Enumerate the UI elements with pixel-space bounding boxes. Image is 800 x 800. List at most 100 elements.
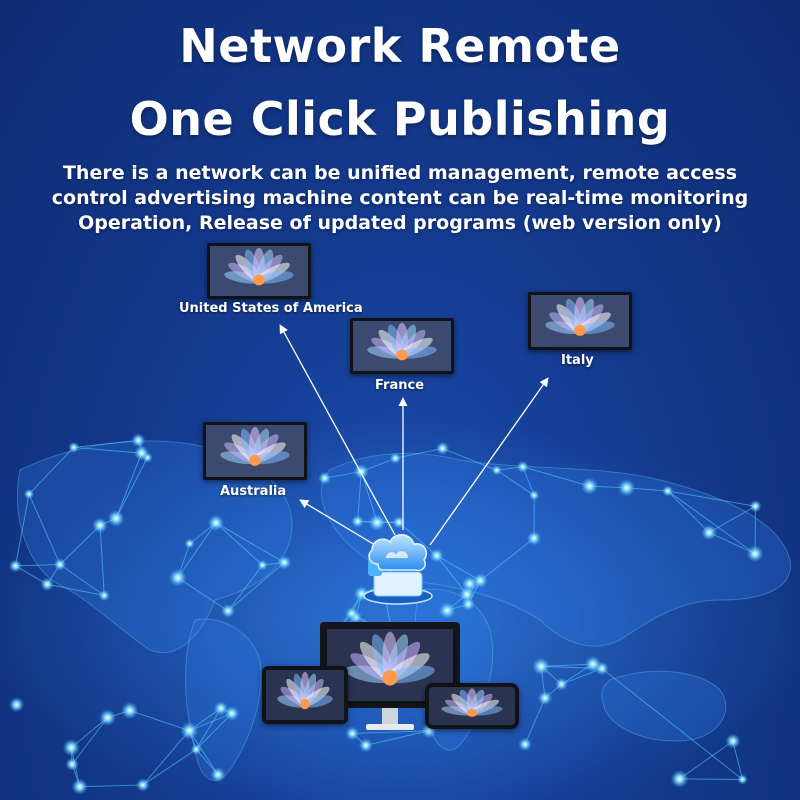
network-link: [73, 446, 142, 454]
network-link: [73, 439, 139, 448]
network-node: [472, 572, 488, 589]
network-link: [524, 697, 546, 745]
network-node: [220, 603, 236, 619]
description-line2: control advertising machine content can …: [51, 187, 749, 209]
network-node: [168, 568, 187, 587]
network-node: [532, 657, 551, 676]
network-link: [59, 525, 101, 565]
cloud-server-icon: [363, 534, 433, 605]
network-node: [392, 515, 406, 529]
network-node: [62, 738, 80, 757]
network-node: [345, 606, 359, 621]
network-link: [142, 730, 190, 786]
network-link: [601, 668, 743, 780]
network-link: [79, 784, 143, 788]
network-node: [23, 488, 35, 500]
arrow-to-australia: [299, 499, 381, 549]
network-node: [68, 441, 80, 453]
network-node: [98, 589, 110, 602]
network-link: [142, 749, 197, 786]
network-link: [496, 469, 535, 496]
network-node: [701, 524, 717, 541]
arrow-to-italy: [429, 377, 549, 546]
network-link: [195, 713, 233, 750]
network-link: [227, 564, 263, 612]
network-node: [71, 778, 88, 795]
network-node: [53, 558, 67, 571]
network-node: [368, 514, 386, 532]
flower-artwork: [429, 687, 515, 725]
network-node: [389, 452, 402, 465]
tablet-icon: [262, 666, 348, 724]
network-node: [133, 445, 150, 461]
network-link: [28, 447, 75, 495]
network-link: [15, 563, 61, 567]
network-node: [358, 738, 373, 753]
network-node: [65, 757, 79, 771]
network-link: [522, 466, 590, 487]
screen-desktop: [326, 628, 454, 702]
network-node: [257, 559, 268, 571]
description-line1: There is a network can be unified manage…: [62, 162, 738, 184]
network-node: [435, 441, 450, 456]
network-node: [345, 726, 360, 741]
network-link: [14, 493, 30, 567]
network-node: [537, 690, 553, 706]
page-title-line1: Network Remote: [179, 19, 621, 73]
network-link: [667, 490, 756, 507]
network-link: [436, 555, 468, 595]
screen-australia: [203, 422, 307, 480]
network-node: [662, 485, 674, 497]
network-link: [177, 522, 217, 579]
network-link: [59, 564, 105, 596]
screen-italy: [528, 292, 632, 350]
network-node: [461, 597, 476, 611]
network-node: [99, 709, 117, 727]
label-usa: United States of America: [179, 301, 363, 316]
network-link: [360, 471, 378, 523]
network-node: [746, 545, 764, 563]
network-link: [480, 537, 535, 582]
network-node: [584, 655, 602, 673]
network-node: [8, 697, 25, 713]
network-link: [442, 447, 497, 471]
network-node: [318, 471, 332, 485]
network-node: [737, 774, 748, 785]
network-link: [708, 505, 756, 533]
network-node: [429, 548, 444, 563]
screen-usa: [207, 243, 311, 299]
network-link: [365, 730, 430, 746]
network-link: [398, 521, 438, 557]
network-node: [184, 538, 195, 549]
flower-artwork: [206, 425, 304, 477]
network-node: [528, 489, 540, 501]
network-link: [115, 452, 143, 519]
network-node: [617, 478, 636, 497]
network-node: [131, 433, 146, 448]
label-france: France: [375, 378, 425, 393]
network-node: [555, 677, 568, 691]
network-node: [92, 517, 109, 534]
network-node: [213, 701, 229, 716]
network-link: [667, 490, 756, 555]
network-link: [436, 555, 481, 582]
network-link: [71, 717, 108, 765]
network-node: [40, 577, 55, 592]
network-node: [353, 463, 369, 480]
flower-artwork: [327, 629, 453, 701]
network-node: [518, 737, 532, 752]
network-link: [215, 522, 285, 563]
network-link: [357, 471, 362, 522]
network-link: [227, 562, 285, 612]
flower-artwork: [353, 321, 451, 371]
phone-icon: [425, 683, 519, 729]
network-link: [679, 740, 734, 780]
network-node: [580, 477, 599, 495]
network-link: [195, 708, 222, 750]
description-line3: Operation, Release of updated programs (…: [78, 212, 722, 234]
network-link: [47, 583, 105, 596]
network-node: [277, 555, 292, 570]
page-title-line2: One Click Publishing: [129, 92, 671, 146]
network-node: [207, 514, 225, 531]
network-link: [667, 490, 710, 533]
